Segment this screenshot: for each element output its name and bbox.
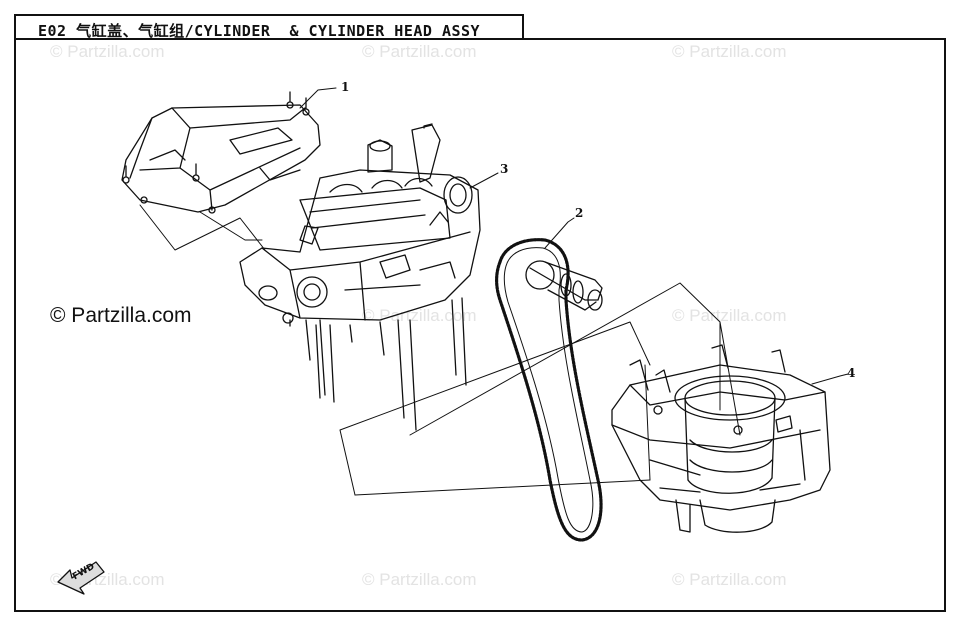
leader-lines bbox=[139, 87, 849, 496]
watermark: © Partzilla.com bbox=[672, 570, 787, 589]
watermark: © Partzilla.com bbox=[362, 42, 477, 61]
timing-chain bbox=[495, 238, 603, 542]
cylinder-head bbox=[239, 123, 481, 431]
title-box: E02 气缸盖、气缸组/CYLINDER & CYLINDER HEAD ASS… bbox=[14, 14, 524, 40]
cylinder-head-cover bbox=[121, 91, 321, 214]
diagram-title: E02 气缸盖、气缸组/CYLINDER & CYLINDER HEAD ASS… bbox=[38, 22, 481, 40]
diagram-frame bbox=[14, 38, 946, 612]
watermark: © Partzilla.com bbox=[672, 306, 787, 325]
callout-1: 1 bbox=[341, 80, 350, 94]
callout-2: 2 bbox=[575, 206, 584, 220]
cylinder-block bbox=[611, 344, 831, 533]
callout-4: 4 bbox=[847, 366, 856, 380]
callout-3: 3 bbox=[500, 162, 509, 176]
watermark-main: © Partzilla.com bbox=[50, 304, 192, 327]
camshaft-sprocket bbox=[525, 260, 603, 311]
watermark: © Partzilla.com bbox=[362, 306, 477, 325]
fwd-arrow-icon bbox=[57, 561, 105, 595]
watermark: © Partzilla.com bbox=[50, 42, 165, 61]
watermark: © Partzilla.com bbox=[362, 570, 477, 589]
watermark: © Partzilla.com bbox=[672, 42, 787, 61]
